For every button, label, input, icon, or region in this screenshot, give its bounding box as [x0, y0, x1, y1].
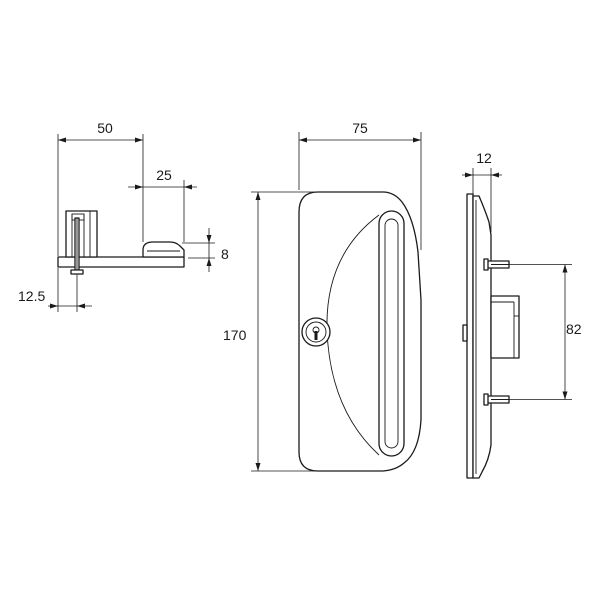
dimension-label-foot-length: 25 [156, 167, 172, 183]
dimension-label-height: 170 [223, 327, 247, 343]
side-view-foot [142, 241, 185, 258]
edge-view-tongue [490, 295, 520, 359]
key-lock-icon [301, 317, 331, 347]
dimension-fixing-centres: 82 [509, 264, 582, 400]
dimension-label-fixing-centres: 82 [566, 321, 582, 337]
edge-view-screw-bottom [483, 393, 510, 406]
dimension-label-depth: 12 [476, 150, 492, 166]
dimension-height: 170 [223, 191, 316, 472]
side-view-bracket [65, 210, 98, 258]
dimension-label-overall-length: 50 [97, 120, 113, 136]
front-view [298, 191, 422, 472]
dimension-base-offset: 12.5 [18, 268, 92, 312]
dimension-depth: 12 [462, 150, 502, 232]
edge-view [462, 193, 520, 479]
dimension-width: 75 [298, 120, 422, 250]
edge-view-screw-top [483, 258, 510, 271]
side-view-base-plate [57, 256, 185, 268]
dimension-label-width: 75 [352, 120, 368, 136]
front-view-handle-bar [378, 210, 405, 457]
side-view [57, 210, 185, 275]
dimension-foot-length: 25 [128, 167, 197, 242]
dimension-foot-height: 8 [182, 228, 229, 272]
dimension-label-base-offset: 12.5 [18, 288, 45, 304]
dimension-label-foot-height: 8 [221, 246, 229, 262]
dimension-overall-length: 50 [57, 120, 144, 256]
edge-view-back-plate [466, 193, 474, 479]
